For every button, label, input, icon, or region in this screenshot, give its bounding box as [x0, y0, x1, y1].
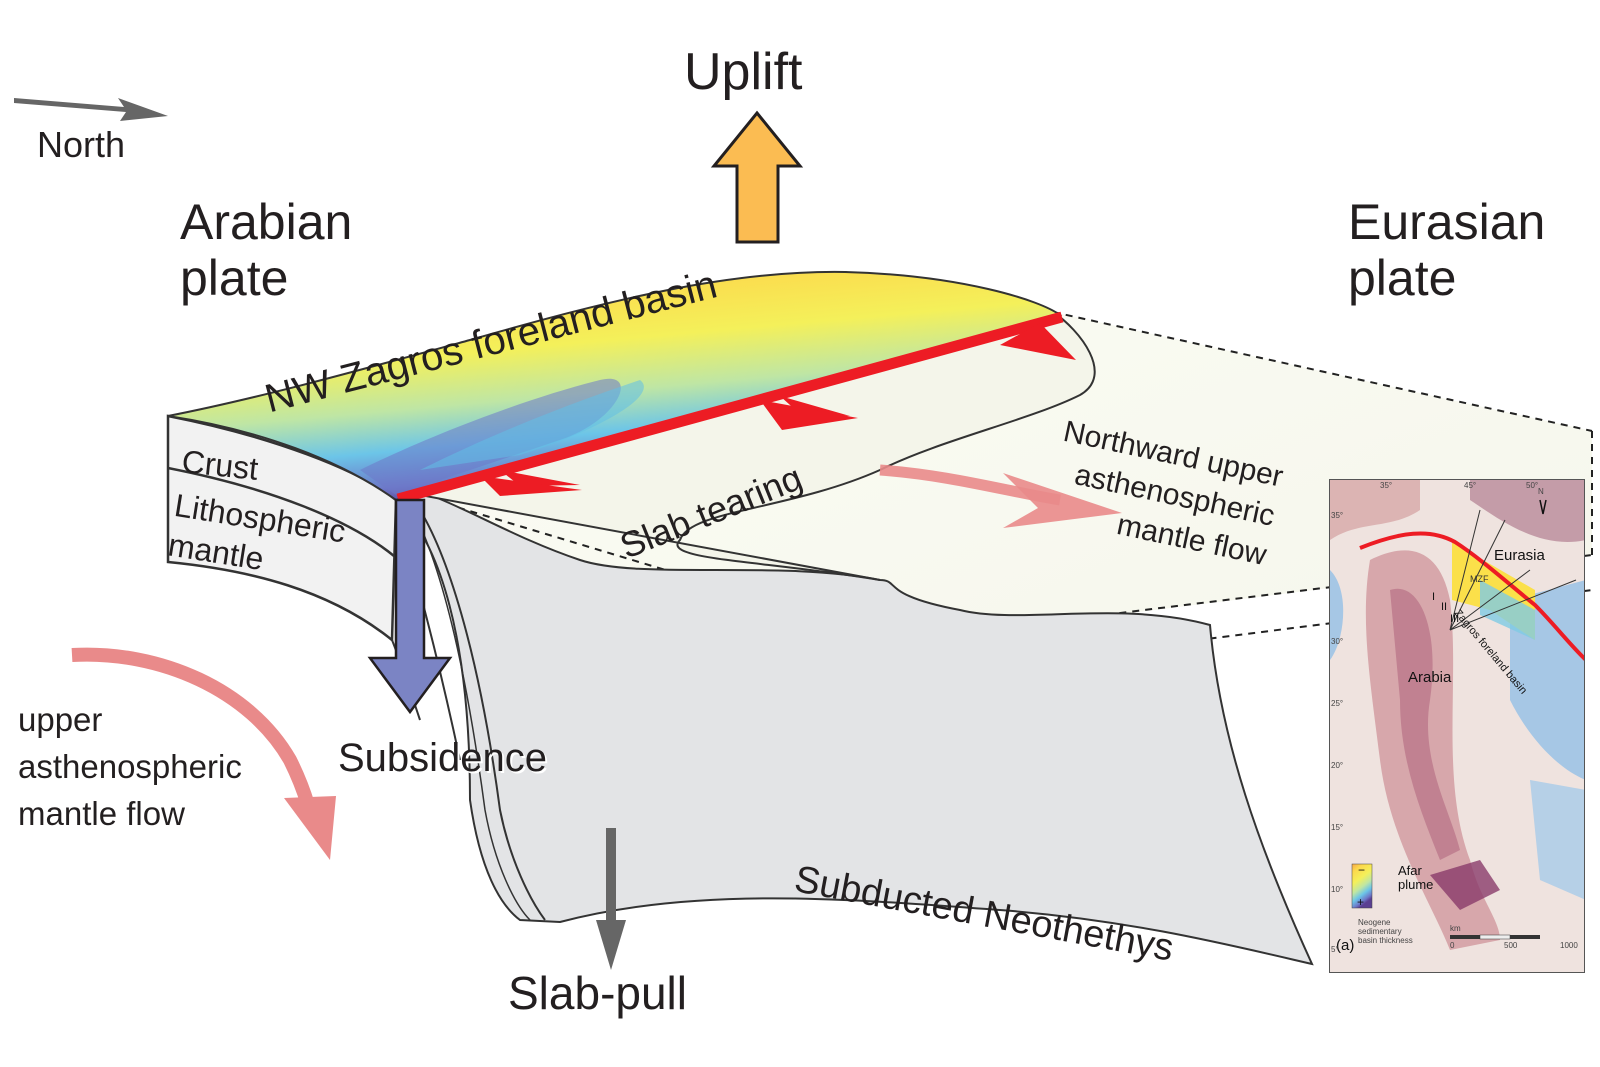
crust-label: Crust — [180, 443, 260, 487]
inset-north-mark: N — [1538, 487, 1544, 496]
inset-panel-id: (a) — [1336, 937, 1355, 954]
inset-legend-plus: + — [1357, 895, 1365, 909]
arabian-plate-label: Arabian plate — [180, 194, 352, 306]
inset-lon-tick-35: 35° — [1380, 481, 1393, 490]
slab-pull-arrow-icon — [596, 828, 626, 970]
north-label: North — [37, 124, 126, 165]
uplift-label: Uplift — [684, 43, 803, 101]
subsidence-arrow-icon — [367, 498, 453, 715]
inset-scale-tick-0: 0 — [1450, 941, 1455, 950]
upper-flow-line3: mantle flow — [18, 795, 185, 832]
inset-legend-minus: − — [1358, 863, 1366, 877]
upper-flow-line1: upper — [18, 701, 103, 738]
inset-profile-2: II — [1441, 601, 1448, 613]
inset-afar-line2: plume — [1398, 877, 1434, 892]
inset-mzf-label: MZF — [1470, 574, 1489, 584]
inset-profile-3: III — [1450, 613, 1460, 625]
inset-lat-tick-25: 25° — [1331, 699, 1344, 708]
inset-lon-tick-45: 45° — [1464, 481, 1477, 490]
foreland-basin-surface — [167, 270, 1063, 502]
upper-flow-label: upper asthenospheric mantle flow — [18, 696, 242, 837]
arabian-block — [166, 414, 461, 761]
slab-pull-label: Slab-pull — [508, 967, 687, 1019]
arabian-plate-line1: Arabian — [180, 194, 353, 250]
inset-arabia-label: Arabia — [1408, 669, 1452, 686]
inset-legend-caption-2: sedimentary — [1358, 927, 1402, 936]
inset-lat-tick-30: 30° — [1331, 637, 1344, 646]
upper-flow-arrow-icon — [71, 647, 336, 860]
inset-lat-tick-10: 10° — [1331, 885, 1344, 894]
inset-lat-tick-5: 5° — [1331, 945, 1339, 954]
inset-afar-label: Afar plume — [1398, 864, 1433, 892]
eurasian-plate-line1: Eurasian — [1348, 194, 1546, 250]
inset-lat-tick-15: 15° — [1331, 823, 1344, 832]
inset-map-canvas — [1330, 480, 1584, 972]
eurasian-plate-line2: plate — [1348, 250, 1457, 306]
thrust-front — [396, 311, 1076, 505]
inset-afar-line1: Afar — [1398, 863, 1422, 878]
uplift-arrow-icon — [710, 110, 804, 244]
inset-scale-tick-500: 500 — [1504, 941, 1518, 950]
subducted-slab — [392, 493, 1314, 966]
northward-flow-arrow-icon — [879, 464, 1122, 528]
inset-lat-tick-35: 35° — [1331, 511, 1344, 520]
inset-scale-unit: km — [1450, 924, 1461, 933]
north-arrow-icon — [14, 98, 168, 121]
inset-map: (a) Eurasia MZF Zagros foreland basin I … — [1329, 479, 1585, 973]
inset-legend-caption-3: basin thickness — [1358, 936, 1413, 945]
subsidence-label: Subsidence — [338, 736, 548, 780]
inset-scale-tick-1000: 1000 — [1560, 941, 1578, 950]
inset-lat-tick-20: 20° — [1331, 761, 1344, 770]
inset-eurasia-label: Eurasia — [1494, 547, 1545, 564]
inset-profile-1: I — [1432, 591, 1436, 603]
inset-legend-caption: Neogene sedimentary basin thickness — [1358, 918, 1413, 945]
inset-legend-caption-1: Neogene — [1358, 918, 1391, 927]
arabian-plate-line2: plate — [180, 250, 289, 306]
upper-flow-line2: asthenospheric — [18, 748, 242, 785]
eurasian-plate-label: Eurasian plate — [1348, 194, 1545, 306]
inset-lon-tick-50: 50° — [1526, 481, 1539, 490]
